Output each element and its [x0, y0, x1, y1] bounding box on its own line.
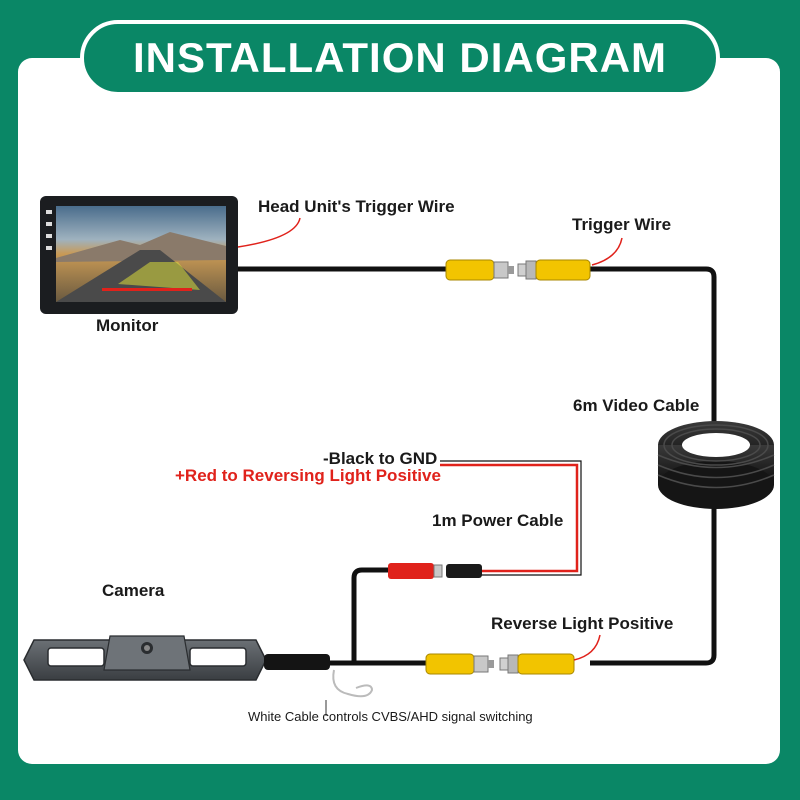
- callout-lines: [237, 217, 623, 661]
- label-black-gnd: -Black to GND: [323, 449, 437, 468]
- black-gnd-wire: [440, 460, 582, 576]
- monitor-icon: [40, 196, 238, 314]
- camera-bar-icon: [23, 635, 330, 681]
- rca-connector-icon: [425, 653, 494, 675]
- red-power-wire: [440, 463, 579, 573]
- power-connector-icon: [388, 563, 482, 579]
- title-banner: INSTALLATION DIAGRAM: [80, 20, 720, 96]
- rca-connector-icon: [445, 259, 514, 281]
- cable-coil-icon: [657, 421, 775, 509]
- label-reverse-light: Reverse Light Positive: [491, 614, 673, 633]
- label-white-cable: White Cable controls CVBS/AHD signal swi…: [248, 709, 533, 724]
- label-video-cable: 6m Video Cable: [573, 396, 699, 415]
- label-head-unit-trigger: Head Unit's Trigger Wire: [258, 197, 455, 216]
- label-power-cable: 1m Power Cable: [432, 511, 563, 530]
- video-cable-wire: [236, 266, 717, 666]
- rca-connector-icon: [499, 653, 575, 675]
- page-title: INSTALLATION DIAGRAM: [132, 34, 668, 81]
- rca-connector-icon: [517, 259, 591, 281]
- white-cable-loop: [332, 669, 374, 698]
- label-monitor: Monitor: [96, 316, 159, 335]
- label-red-reversing: +Red to Reversing Light Positive: [175, 466, 441, 485]
- label-trigger-wire: Trigger Wire: [572, 215, 671, 234]
- label-camera: Camera: [102, 581, 165, 600]
